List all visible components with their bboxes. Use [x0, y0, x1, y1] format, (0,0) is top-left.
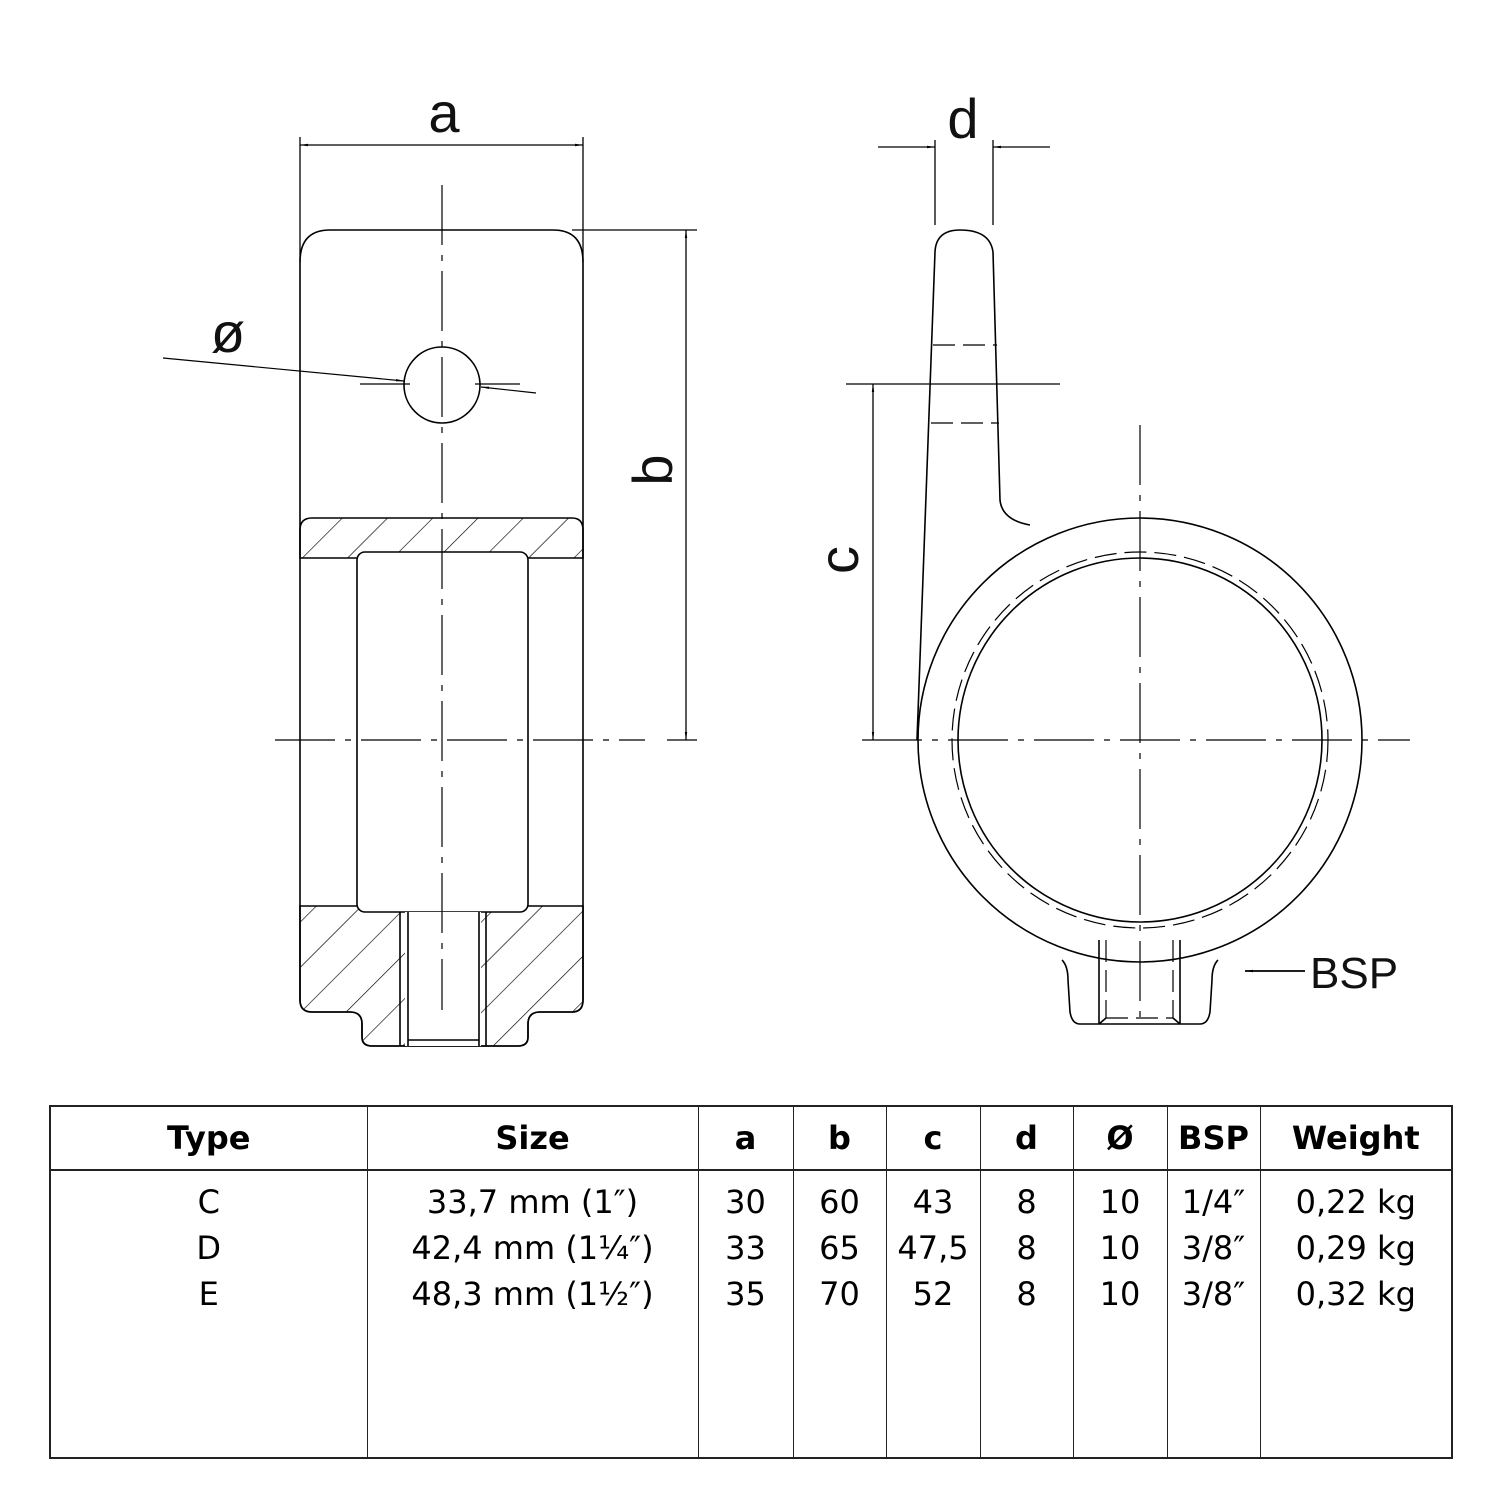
cell-type: E — [49, 1271, 368, 1317]
table-row: E 48,3 mm (1½″) 35 70 52 8 10 3/8″ 0,32 … — [49, 1271, 1453, 1317]
table-row: C 33,7 mm (1″) 30 60 43 8 10 1/4″ 0,22 k… — [49, 1170, 1453, 1225]
cell-bsp: 3/8″ — [1166, 1271, 1261, 1317]
header-size: Size — [366, 1106, 699, 1171]
label-diameter: ø — [211, 301, 245, 364]
mounting-tab — [916, 229, 1031, 741]
cell-a: 35 — [697, 1271, 794, 1317]
dimension-b — [572, 229, 697, 741]
label-d: d — [947, 87, 978, 150]
cell-weight: 0,29 kg — [1259, 1225, 1453, 1271]
header-d: d — [979, 1106, 1074, 1171]
cell-diameter: 10 — [1072, 1225, 1168, 1271]
cell-c: 43 — [885, 1170, 981, 1225]
side-center-lines — [862, 425, 1410, 1020]
cell-c: 52 — [885, 1271, 981, 1317]
header-a: a — [697, 1106, 794, 1171]
cell-d: 8 — [979, 1271, 1074, 1317]
cell-weight: 0,32 kg — [1259, 1271, 1453, 1317]
dimension-a — [299, 137, 584, 262]
threaded-hole — [405, 912, 481, 1046]
dimension-diameter — [162, 357, 537, 394]
dimension-c — [846, 383, 1060, 740]
cell-size: 48,3 mm (1½″) — [366, 1271, 699, 1317]
cell-type: D — [49, 1225, 368, 1271]
header-type: Type — [49, 1106, 368, 1171]
cell-b: 65 — [792, 1225, 887, 1271]
cell-weight: 0,22 kg — [1259, 1170, 1453, 1225]
cell-b: 70 — [792, 1271, 887, 1317]
cell-diameter: 10 — [1072, 1170, 1168, 1225]
header-diameter: Ø — [1072, 1106, 1168, 1171]
bsp-boss — [1061, 959, 1219, 1025]
header-b: b — [792, 1106, 887, 1171]
label-b: b — [621, 454, 684, 485]
label-a: a — [428, 81, 460, 144]
dimension-d — [878, 140, 1050, 225]
label-c: c — [807, 546, 870, 574]
cell-b: 60 — [792, 1170, 887, 1225]
cell-bsp: 1/4″ — [1166, 1170, 1261, 1225]
table-header-row: Type Size a b c d Ø BSP Weight — [49, 1106, 1453, 1171]
header-c: c — [885, 1106, 981, 1171]
cell-d: 8 — [979, 1225, 1074, 1271]
table-row: D 42,4 mm (1¼″) 33 65 47,5 8 10 3/8″ 0,2… — [49, 1225, 1453, 1271]
header-bsp: BSP — [1166, 1106, 1261, 1171]
cell-a: 30 — [697, 1170, 794, 1225]
side-hidden-lines — [931, 344, 1329, 1019]
cell-size: 42,4 mm (1¼″) — [366, 1225, 699, 1271]
cell-diameter: 10 — [1072, 1271, 1168, 1317]
cell-d: 8 — [979, 1170, 1074, 1225]
technical-drawing: a b ø — [162, 81, 1410, 1047]
front-center-lines — [275, 185, 645, 1010]
table-empty-space — [49, 1317, 1453, 1458]
cell-type: C — [49, 1170, 368, 1225]
cell-bsp: 3/8″ — [1166, 1225, 1261, 1271]
cell-size: 33,7 mm (1″) — [366, 1170, 699, 1225]
cell-a: 33 — [697, 1225, 794, 1271]
label-bsp: BSP — [1310, 949, 1398, 998]
header-weight: Weight — [1259, 1106, 1453, 1171]
cell-c: 47,5 — [885, 1225, 981, 1271]
specification-table: Type Size a b c d Ø BSP Weight C 33,7 mm… — [49, 1105, 1453, 1459]
